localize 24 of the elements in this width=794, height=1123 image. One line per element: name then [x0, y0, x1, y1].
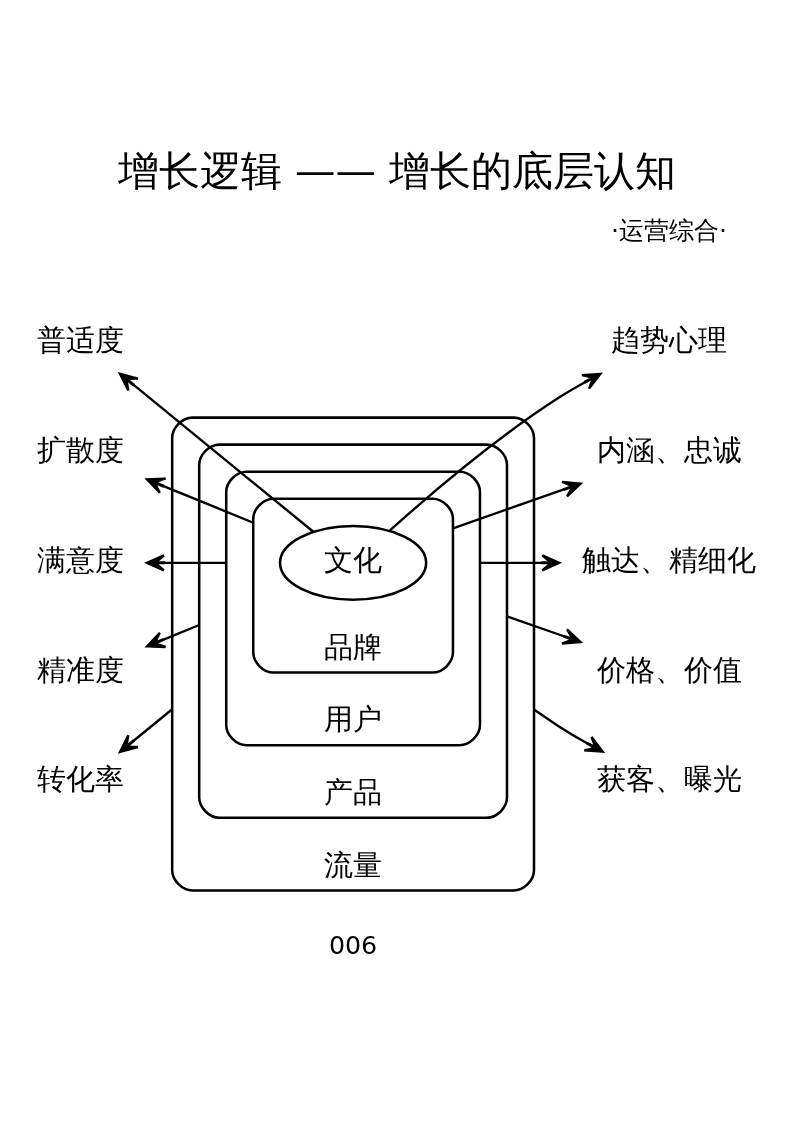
arrow	[506, 614, 582, 645]
label: ·运营综合·	[611, 214, 728, 245]
arrow	[452, 480, 582, 529]
arrow	[118, 372, 314, 532]
node-text: 精准度	[37, 652, 125, 687]
arrow	[479, 553, 561, 572]
node-text: 价格、价值	[596, 652, 742, 687]
arrow	[145, 477, 254, 524]
arrow	[118, 707, 173, 753]
arrow	[145, 623, 200, 648]
node-text: 普适度	[37, 322, 125, 357]
node-text: 内涵、忠诚	[596, 432, 742, 467]
label: 006	[328, 929, 378, 960]
arrow	[389, 372, 602, 531]
diagram-title: 增长逻辑 —— 增长的底层认知	[118, 146, 676, 195]
node-text: 转化率	[37, 761, 125, 796]
arrow	[145, 553, 227, 572]
node-ellipse: 文化	[278, 524, 428, 601]
node-text: 扩散度	[37, 432, 125, 467]
node-text: 获客、曝光	[596, 761, 742, 796]
node-text: 满意度	[37, 542, 125, 577]
arrow	[533, 708, 604, 753]
node-text: 趋势心理	[611, 322, 728, 357]
node-text: 触达、精细化	[582, 542, 757, 577]
